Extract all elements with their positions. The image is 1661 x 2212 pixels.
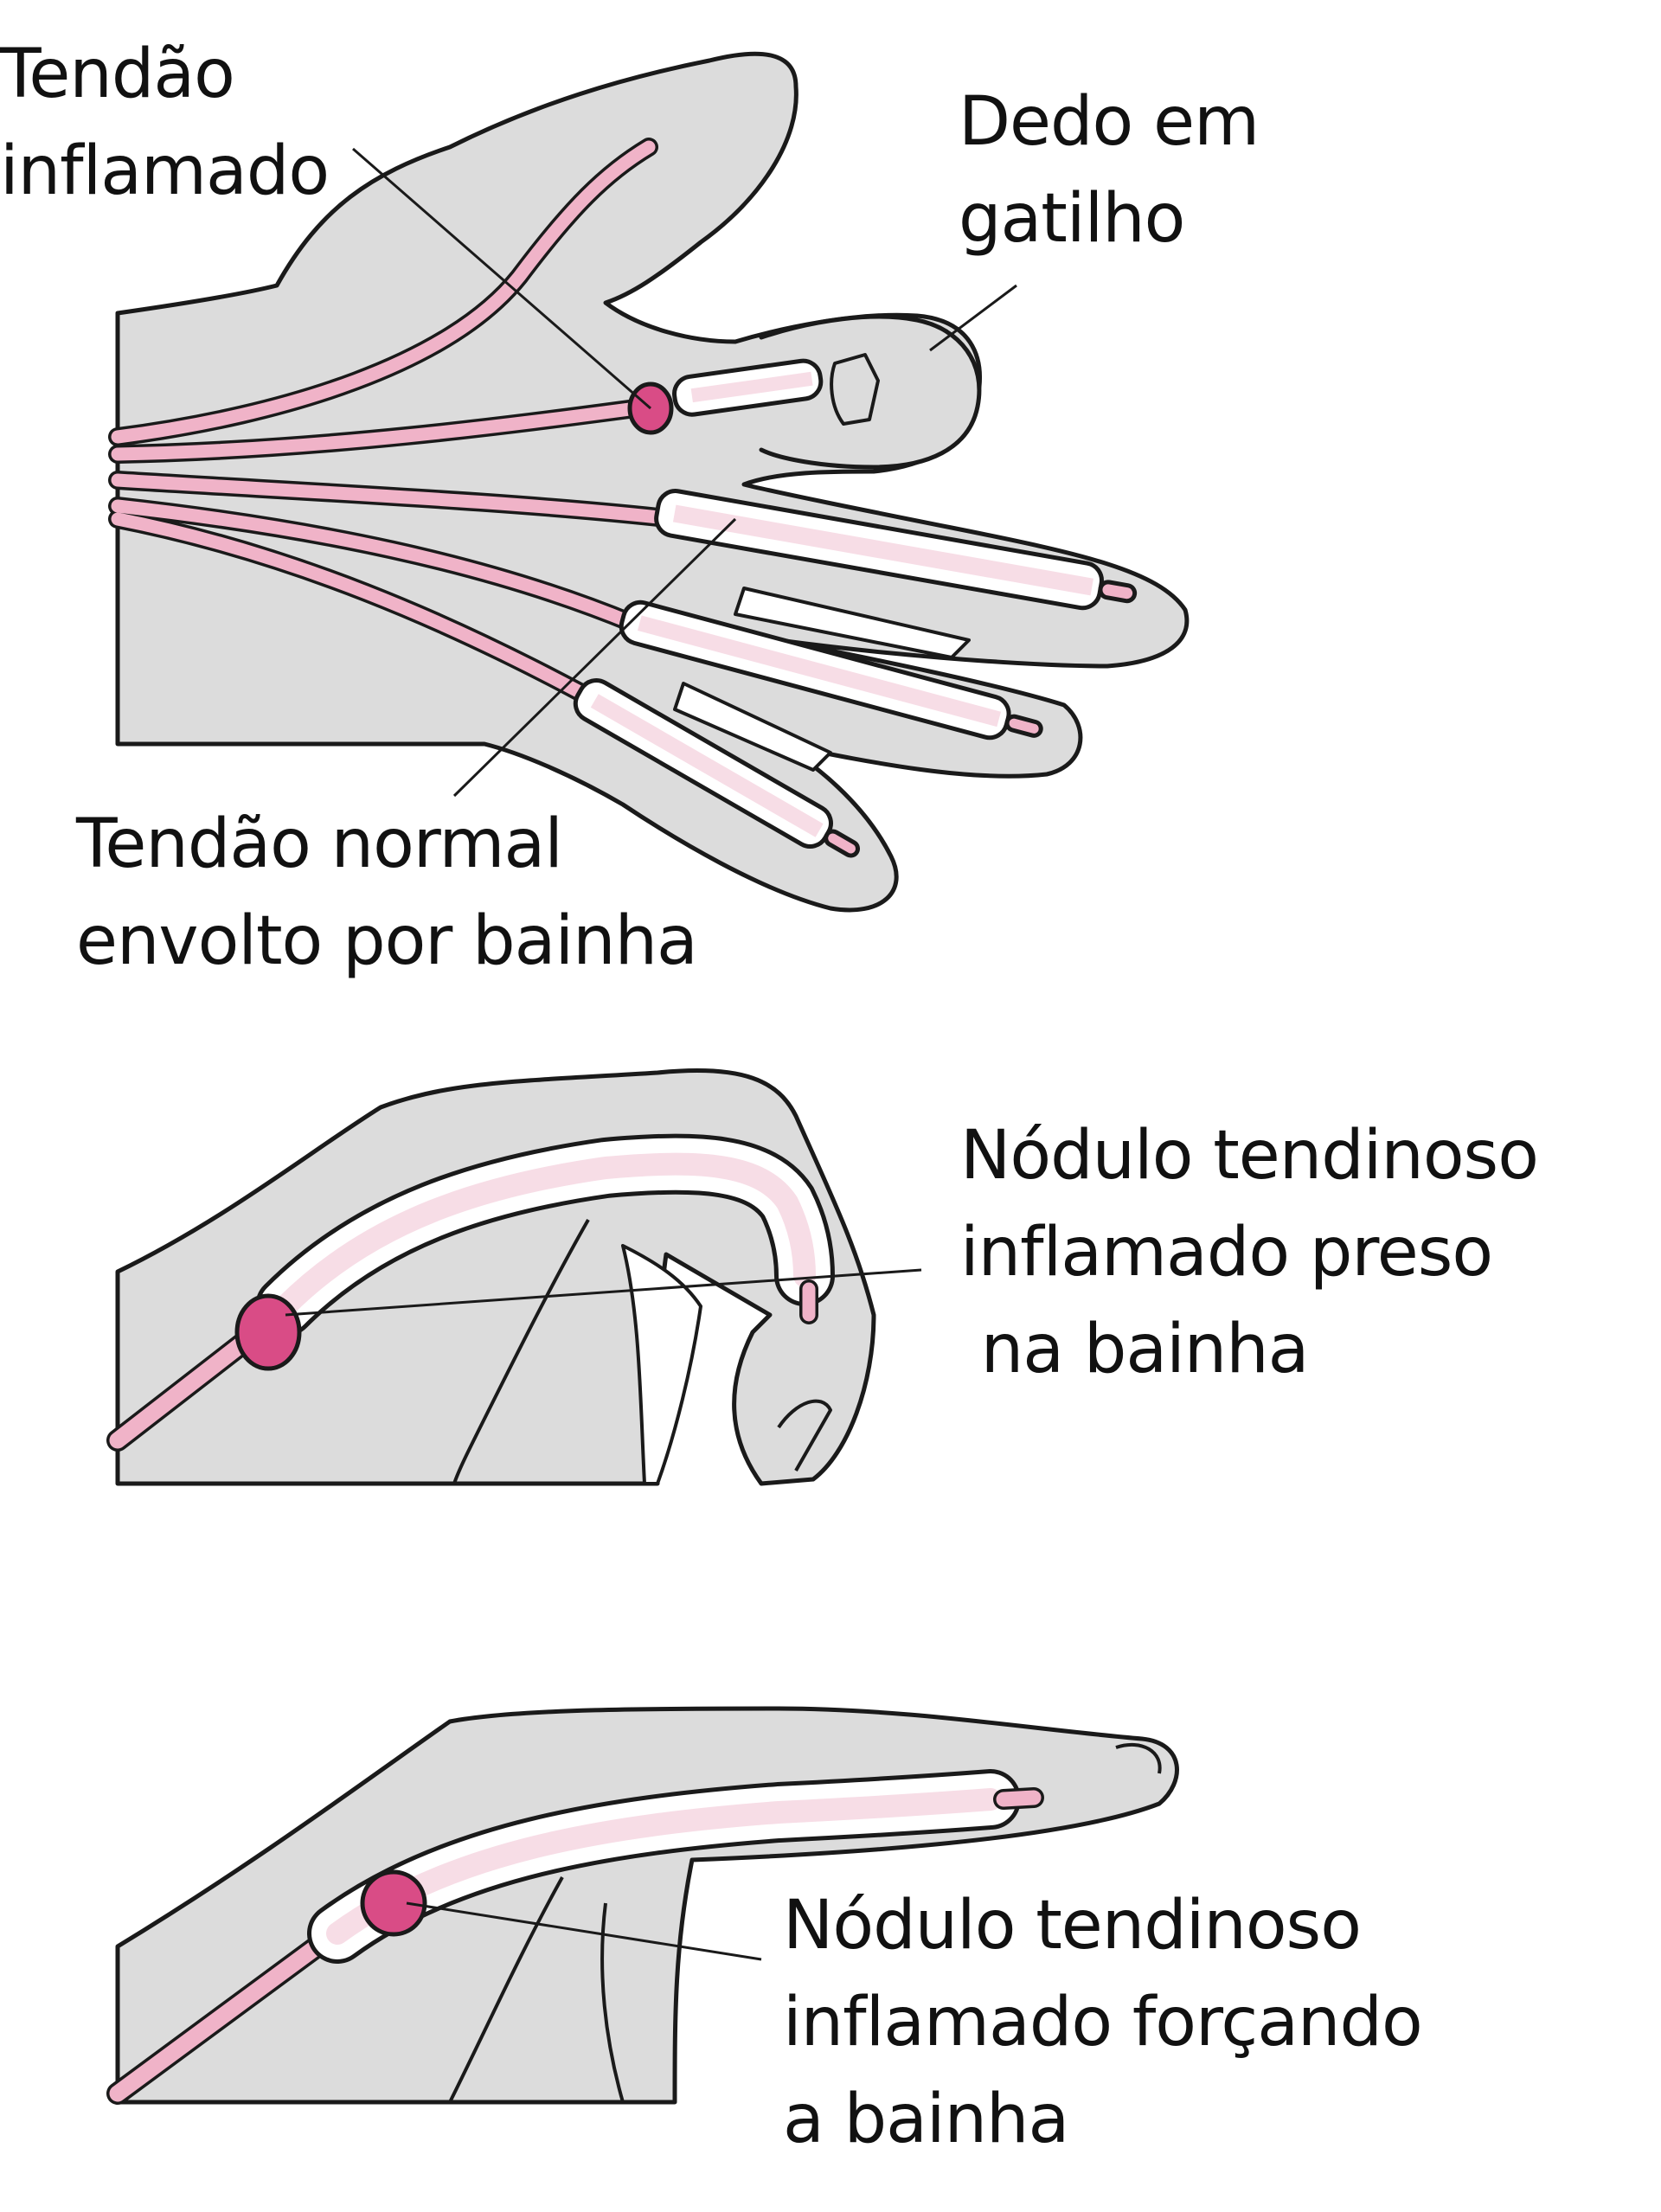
nodule-forcing-label: Nódulo tendinoso inflamado forçando a ba… [783,1877,1423,2168]
label-line: Tendão normal [76,805,563,883]
leader-line-stuck [285,1268,922,1317]
inflamed-tendon-label: Tendão inflamado [0,26,330,220]
normal-tendon-label: Tendão normal envolto por bainha [76,796,698,990]
label-line: a bainha [783,2081,1069,2158]
label-line: inflamado preso [960,1214,1493,1292]
leader-lines [352,147,1017,798]
label-line: inflamado [0,132,330,210]
tendons [108,138,684,702]
label-line: Dedo em [959,83,1260,161]
bent-finger-illustration [115,1068,876,1486]
label-line: Tendão [0,35,235,113]
label-line: Nódulo tendinoso [783,1887,1362,1965]
label-line: na bainha [960,1311,1310,1388]
trigger-finger-label: Dedo em gatilho [959,74,1260,267]
label-line: inflamado forçando [783,1984,1423,2061]
stuck-nodule [234,1293,302,1371]
fingernail [830,353,880,426]
tendon-sheaths [573,358,1138,858]
label-line: gatilho [959,180,1185,258]
nodule-stuck-label: Nódulo tendinoso inflamado preso na bain… [960,1107,1539,1398]
forcing-nodule [360,1869,427,1937]
leader-line-forcing [406,1901,762,1961]
label-line: envolto por bainha [76,902,698,980]
label-line: Nódulo tendinoso [960,1117,1539,1195]
